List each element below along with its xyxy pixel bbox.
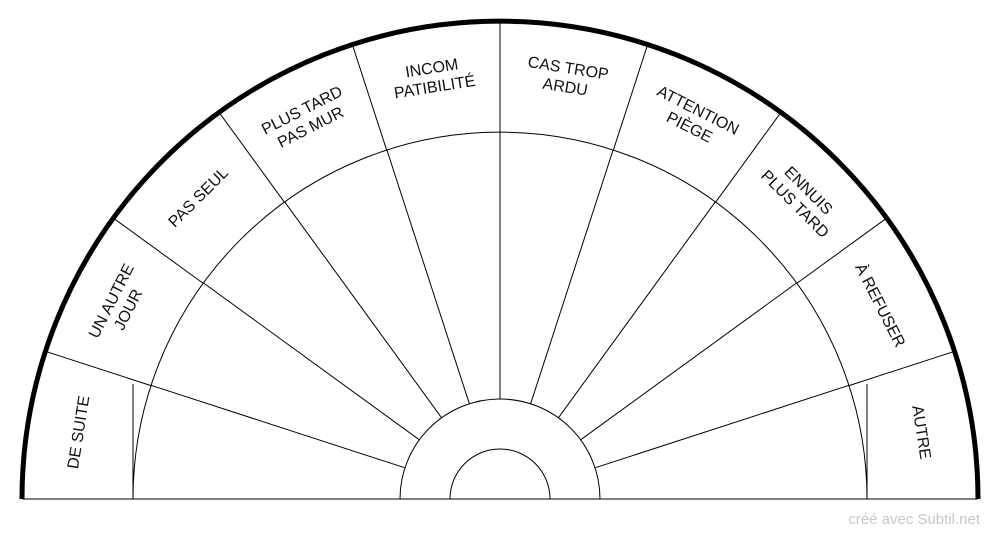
sector-line-inner: [557, 201, 716, 419]
segment-label-group: PAS SEUL: [166, 164, 233, 231]
credit-text: créé avec Subtil.net: [848, 511, 980, 528]
sector-line-inner: [594, 384, 850, 469]
segment-label: À REFUSER: [851, 260, 910, 350]
sector-line-inner: [203, 282, 420, 441]
segment-label-line: AUTRE: [908, 404, 933, 460]
sector-divider-outer: [112, 217, 204, 284]
sector-divider-outer: [848, 350, 955, 387]
segment-label: INCOMPATIBILITÉ: [390, 54, 477, 102]
segment-label-group: UN AUTREJOUR: [86, 261, 155, 349]
segment-label-group: ATTENTIONPIÈGE: [645, 83, 741, 156]
sector-line-inner: [386, 149, 470, 404]
sector-line-inner: [530, 149, 614, 404]
segment-label: DE SUITE: [65, 395, 93, 471]
segment-label: AUTRE: [908, 404, 933, 460]
segment-label: CAS TROPARDU: [524, 54, 610, 102]
segment-label: UN AUTREJOUR: [86, 261, 155, 349]
segment-label-line: PAS SEUL: [166, 164, 233, 231]
segment-label-line: ARDU: [541, 76, 588, 100]
segment-label-group: AUTRE: [908, 404, 933, 460]
segment-label-group: À REFUSER: [851, 260, 910, 350]
sector-line-inner: [580, 282, 797, 441]
segment-label: PLUS TARDPAS MUR: [259, 83, 354, 155]
dial-outer-arc: [19, 18, 981, 500]
sector-line-inner: [284, 201, 443, 419]
sector-divider-outer: [612, 44, 649, 151]
sector-divider-outer: [715, 111, 782, 203]
hub-inner-arc: [449, 448, 551, 500]
sector-divider-outer: [218, 111, 285, 203]
segment-label-line: DE SUITE: [65, 395, 93, 471]
segment-label-group: DE SUITE: [65, 395, 93, 471]
sector-divider-outer: [351, 44, 388, 151]
segment-label: ATTENTIONPIÈGE: [645, 83, 741, 156]
segment-label-line: À REFUSER: [851, 260, 910, 350]
segment-label-group: PLUS TARDPAS MUR: [259, 83, 354, 155]
segment-label: PAS SEUL: [166, 164, 233, 231]
segment-label-group: CAS TROPARDU: [524, 54, 610, 102]
sector-line-inner: [150, 384, 406, 469]
segment-label-group: ENNUISPLUS TARD: [757, 154, 845, 242]
sector-divider-outer: [796, 217, 888, 284]
segment-label: ENNUISPLUS TARD: [757, 154, 845, 242]
sector-divider-outer: [45, 350, 152, 387]
segment-label-group: INCOMPATIBILITÉ: [390, 54, 477, 102]
